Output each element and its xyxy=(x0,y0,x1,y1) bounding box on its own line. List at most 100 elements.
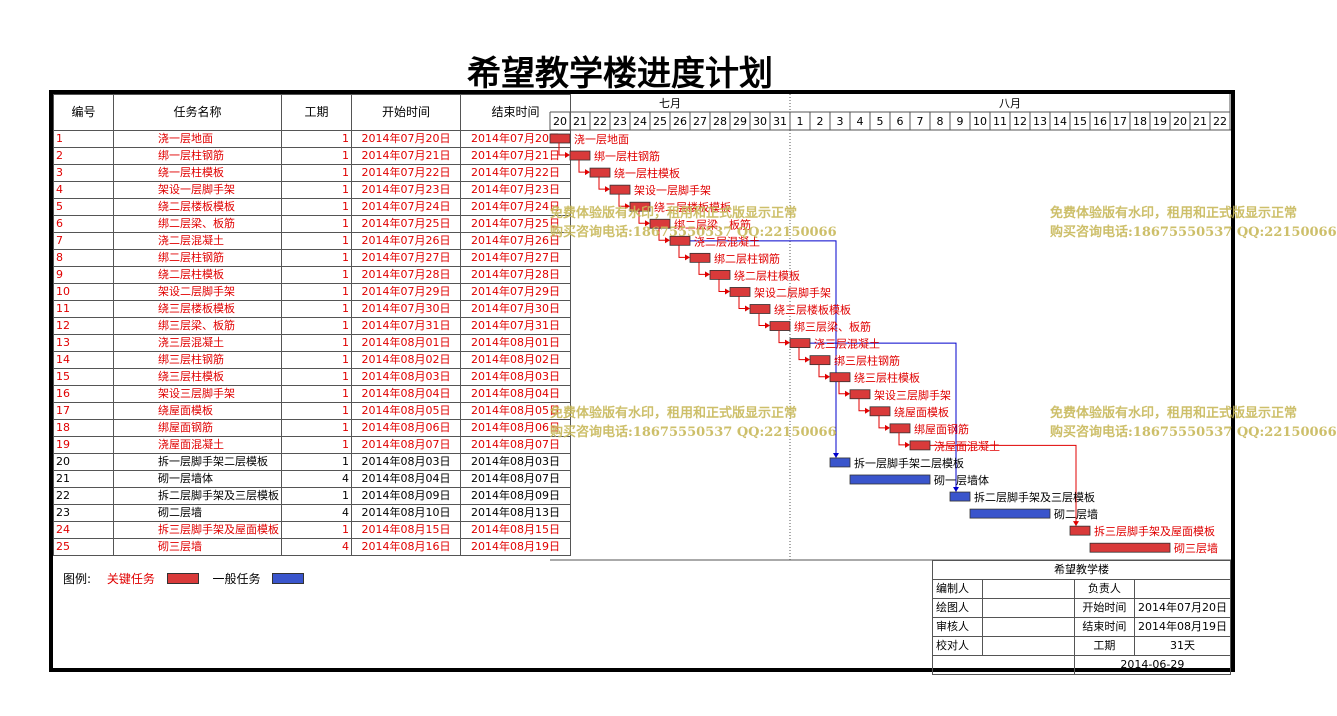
task-bar xyxy=(649,218,671,229)
col-header-name[interactable]: 任务名称 xyxy=(113,94,282,131)
task-name: 砌一层墙体 xyxy=(113,470,282,488)
chain-arrow xyxy=(705,271,710,278)
col-header-start[interactable]: 开始时间 xyxy=(351,94,461,131)
task-duration: 1 xyxy=(281,368,352,386)
task-start: 2014年08月07日 xyxy=(351,436,461,454)
task-name: 绕屋面模板 xyxy=(113,402,282,420)
task-bar-label: 绕二层柱模板 xyxy=(734,268,800,282)
task-bar xyxy=(689,252,711,263)
reviewer-value[interactable] xyxy=(982,617,1075,637)
day-label: 11 xyxy=(993,115,1007,128)
task-duration: 1 xyxy=(281,130,352,148)
owner-label: 负责人 xyxy=(1073,579,1135,599)
day-label: 15 xyxy=(1073,115,1087,128)
task-duration: 1 xyxy=(281,164,352,182)
task-end: 2014年08月15日 xyxy=(460,521,571,539)
task-id: 24 xyxy=(53,521,114,539)
task-id: 2 xyxy=(53,147,114,165)
task-name: 绕二层柱模板 xyxy=(113,266,282,284)
task-start: 2014年08月16日 xyxy=(351,538,461,556)
day-label: 24 xyxy=(633,115,647,128)
task-bar xyxy=(969,508,1051,519)
task-bar xyxy=(709,269,731,280)
task-id: 18 xyxy=(53,419,114,437)
task-bar xyxy=(589,167,611,178)
task-bar-label: 拆三层脚手架及屋面模板 xyxy=(1094,524,1215,538)
task-name: 浇屋面混凝土 xyxy=(113,436,282,454)
col-header-id[interactable]: 编号 xyxy=(53,94,114,131)
task-bar xyxy=(829,372,851,383)
checker-value[interactable] xyxy=(982,636,1075,656)
end-value: 2014年08月19日 xyxy=(1133,617,1232,637)
legend-normal-label: 一般任务 xyxy=(212,572,261,586)
day-label: 25 xyxy=(653,115,667,128)
task-start: 2014年07月26日 xyxy=(351,232,461,250)
task-id: 11 xyxy=(53,300,114,318)
chain-arrow xyxy=(905,441,910,448)
task-bar xyxy=(549,133,571,144)
task-start: 2014年08月05日 xyxy=(351,402,461,420)
task-id: 1 xyxy=(53,130,114,148)
task-bar-label: 砌三层墙 xyxy=(1174,541,1218,555)
task-bar xyxy=(809,355,831,366)
task-start: 2014年08月01日 xyxy=(351,334,461,352)
task-bar-label: 架设一层脚手架 xyxy=(634,183,711,197)
task-duration: 1 xyxy=(281,521,352,539)
task-duration: 4 xyxy=(281,538,352,556)
day-label: 22 xyxy=(1213,115,1227,128)
chain-arrow xyxy=(665,237,670,244)
task-name: 绕三层柱模板 xyxy=(113,368,282,386)
chain-arrow xyxy=(645,220,650,227)
task-start: 2014年08月03日 xyxy=(351,368,461,386)
task-start: 2014年07月24日 xyxy=(351,198,461,216)
drawer-value[interactable] xyxy=(982,598,1075,618)
task-duration: 1 xyxy=(281,300,352,318)
task-duration: 1 xyxy=(281,385,352,403)
col-header-duration[interactable]: 工期 xyxy=(281,94,352,131)
task-id: 4 xyxy=(53,181,114,199)
task-start: 2014年07月22日 xyxy=(351,164,461,182)
end-label: 结束时间 xyxy=(1073,617,1135,637)
task-end: 2014年08月05日 xyxy=(460,402,571,420)
day-label: 18 xyxy=(1133,115,1147,128)
task-start: 2014年07月20日 xyxy=(351,130,461,148)
task-bar xyxy=(909,440,931,451)
duration-label: 工期 xyxy=(1073,636,1135,656)
task-bar xyxy=(1089,542,1171,553)
owner-value[interactable] xyxy=(1133,579,1232,599)
editor-label: 编制人 xyxy=(931,579,984,599)
task-bar xyxy=(729,287,751,297)
day-label: 31 xyxy=(773,115,787,128)
day-label: 8 xyxy=(937,115,944,128)
watermark: 免费体验版有水印，租用和正式版显示正常购买咨询电话:18675550537 QQ… xyxy=(550,206,837,240)
task-start: 2014年07月25日 xyxy=(351,215,461,233)
editor-value[interactable] xyxy=(982,579,1075,599)
task-start: 2014年08月04日 xyxy=(351,470,461,488)
